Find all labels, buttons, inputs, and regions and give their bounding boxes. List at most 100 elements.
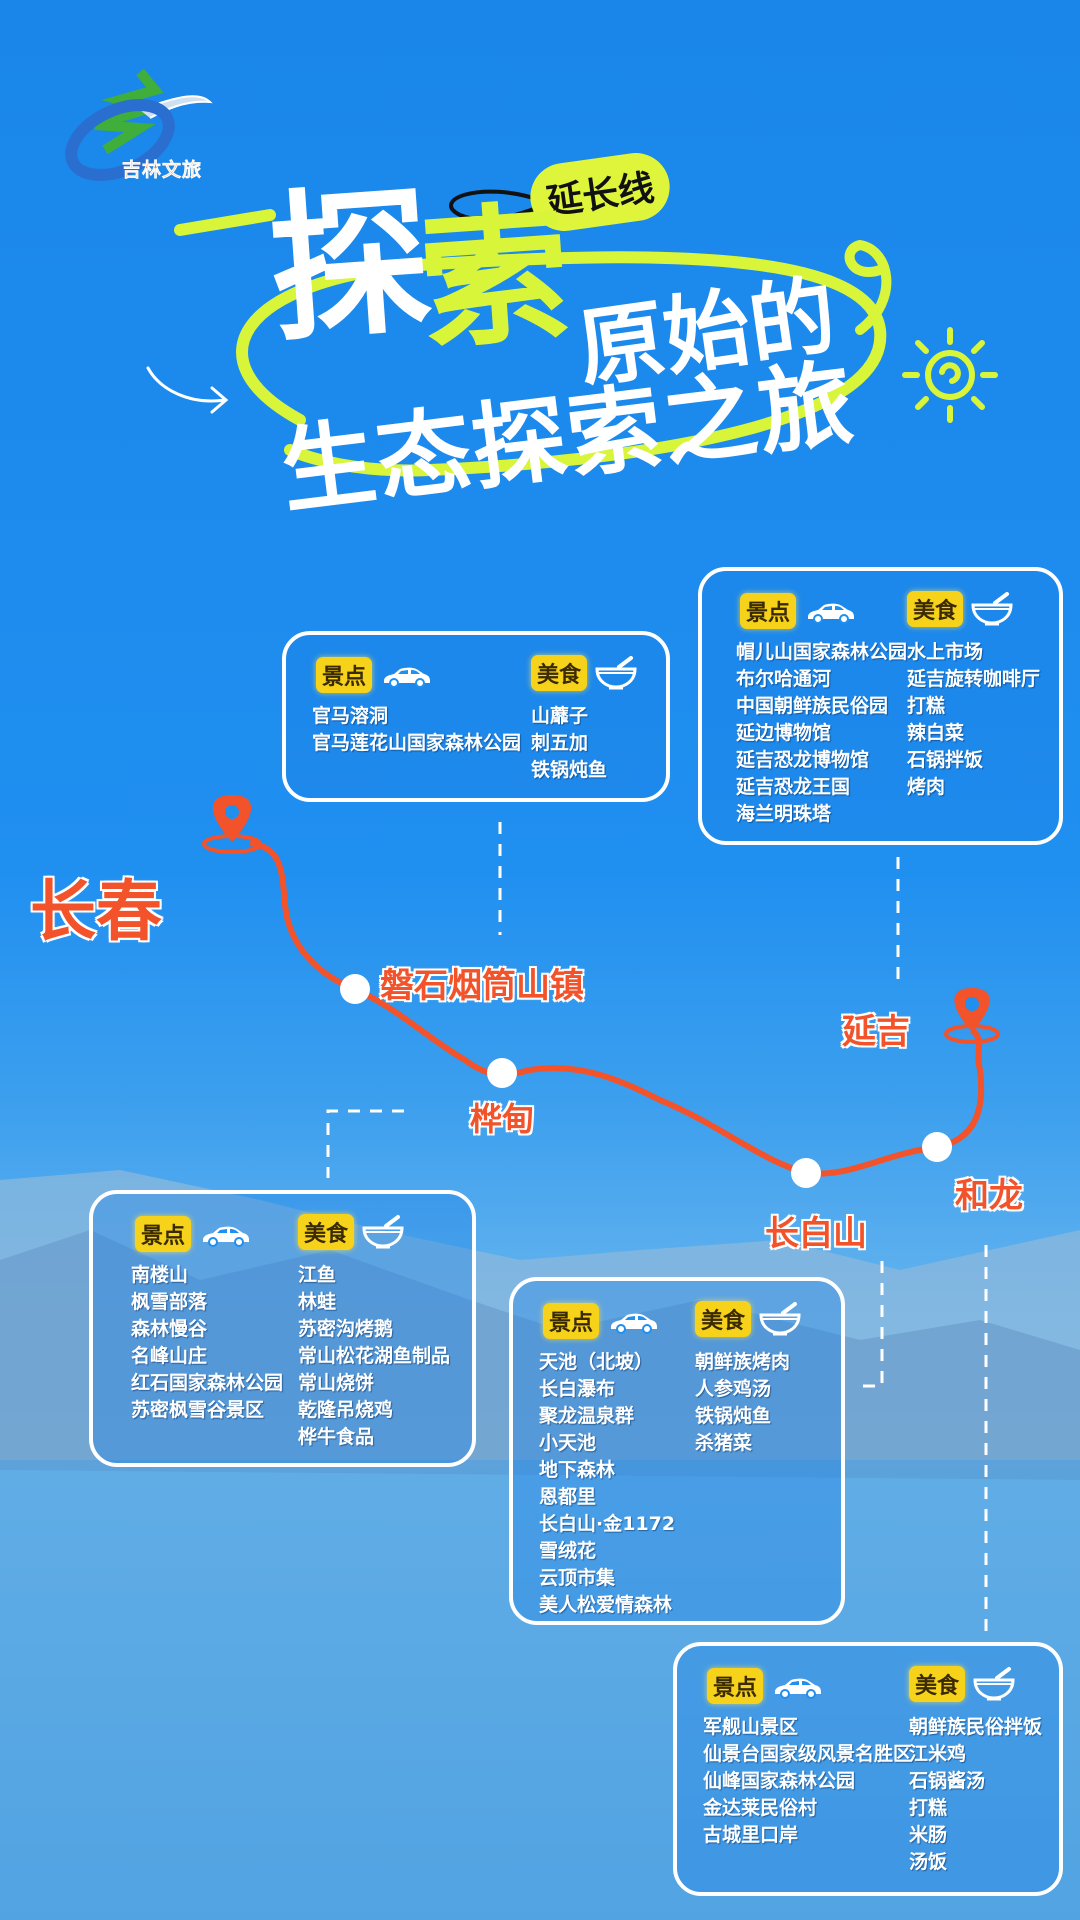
food-item: 常山松花湖鱼制品	[298, 1345, 451, 1367]
food-item: 江鱼	[298, 1264, 337, 1286]
food-badge: 美食	[531, 655, 588, 691]
route-line	[249, 840, 985, 1177]
spots-list: 军舰山景区仙景台国家级风景名胜区仙峰国家森林公园金达莱民俗村古城里口岸	[703, 1714, 912, 1849]
title-char-2: 索	[414, 186, 576, 372]
spots-item: 官马溶洞	[312, 705, 389, 727]
city-yanji: 延吉	[841, 1011, 911, 1053]
title-char-1: 探	[263, 166, 437, 365]
spots-item: 苏密枫雪谷景区	[131, 1399, 265, 1421]
food-item: 刺五加	[531, 732, 589, 754]
location-pin-icon	[944, 988, 1000, 1044]
spots-item: 古城里口岸	[703, 1824, 799, 1846]
info-box-huadian: 景点美食南楼山枫雪部落森林慢谷名峰山庄红石国家森林公园苏密枫雪谷景区江鱼林蛙苏密…	[89, 1190, 476, 1467]
food-item: 石锅拌饭	[907, 749, 984, 771]
food-item: 山蘼子	[531, 705, 589, 727]
food-item: 苏密沟烤鹅	[298, 1318, 394, 1340]
spots-badge: 景点	[740, 593, 797, 629]
food-list: 江鱼林蛙苏密沟烤鹅常山松花湖鱼制品常山烧饼乾隆吊烧鸡桦牛食品	[298, 1262, 450, 1451]
food-item: 朝鲜族民俗拌饭	[909, 1716, 1043, 1738]
food-item: 烤肉	[907, 776, 946, 798]
bowl-icon	[593, 655, 639, 695]
car-icon	[804, 601, 856, 629]
spots-list: 南楼山枫雪部落森林慢谷名峰山庄红石国家森林公园苏密枫雪谷景区	[131, 1262, 283, 1424]
spots-item: 仙峰国家森林公园	[703, 1770, 856, 1792]
spots-badge: 景点	[135, 1216, 192, 1252]
city-helong: 和龙	[954, 1175, 1024, 1217]
car-icon	[380, 665, 432, 693]
food-badge: 美食	[695, 1301, 752, 1337]
info-box-guanma: 景点美食官马溶洞官马莲花山国家森林公园山蘼子刺五加铁锅炖鱼	[282, 631, 670, 802]
spots-item: 军舰山景区	[703, 1716, 799, 1738]
food-list: 朝鲜族烤肉人参鸡汤铁锅炖鱼杀猪菜	[695, 1349, 790, 1457]
spots-item: 延吉恐龙王国	[736, 776, 851, 798]
food-list: 山蘼子刺五加铁锅炖鱼	[531, 703, 607, 784]
food-item: 米肠	[909, 1824, 948, 1846]
stop-changbaishan	[791, 1158, 821, 1188]
food-item: 桦牛食品	[298, 1426, 375, 1448]
spots-item: 雪绒花	[539, 1540, 597, 1562]
bowl-icon	[757, 1301, 803, 1341]
car-icon	[199, 1224, 251, 1252]
spots-item: 红石国家森林公园	[131, 1372, 284, 1394]
food-list: 水上市场延吉旋转咖啡厅打糕辣白菜石锅拌饭烤肉	[907, 639, 1040, 801]
spots-list: 帽儿山国家森林公园布尔哈通河中国朝鲜族民俗园延边博物馆延吉恐龙博物馆延吉恐龙王国…	[736, 639, 907, 828]
spots-list: 官马溶洞官马莲花山国家森林公园	[312, 703, 521, 757]
food-item: 江米鸡	[909, 1743, 967, 1765]
city-huadian: 桦甸	[469, 1099, 535, 1139]
spots-item: 金达莱民俗村	[703, 1797, 818, 1819]
food-item: 林蛙	[298, 1291, 337, 1313]
food-item: 乾隆吊烧鸡	[298, 1399, 394, 1421]
spots-item: 名峰山庄	[131, 1345, 208, 1367]
spots-item: 长白瀑布	[539, 1378, 616, 1400]
spots-badge: 景点	[316, 657, 373, 693]
food-badge: 美食	[909, 1666, 966, 1702]
food-badge: 美食	[298, 1214, 355, 1250]
spots-item: 延吉恐龙博物馆	[736, 749, 870, 771]
bowl-icon	[969, 591, 1015, 631]
food-item: 延吉旋转咖啡厅	[907, 668, 1041, 690]
food-item: 打糕	[907, 695, 946, 717]
spots-item: 长白山·金1172	[539, 1513, 676, 1535]
food-item: 辣白菜	[907, 722, 965, 744]
car-icon	[771, 1676, 823, 1704]
spots-item: 海兰明珠塔	[736, 803, 832, 825]
jilin-logo	[65, 68, 213, 181]
food-badge: 美食	[907, 591, 964, 627]
lake	[0, 1460, 1080, 1920]
arrow-icon	[146, 366, 229, 414]
swoosh-loop	[844, 239, 892, 335]
city-changbaishan: 长白山	[764, 1213, 868, 1255]
connectors	[326, 822, 988, 1632]
spots-item: 帽儿山国家森林公园	[736, 641, 908, 663]
spots-item: 美人松爱情森林	[539, 1594, 673, 1616]
food-item: 常山烧饼	[298, 1372, 375, 1394]
spots-item: 聚龙温泉群	[539, 1405, 635, 1427]
stop-panshi	[340, 974, 370, 1004]
stop-helong	[922, 1132, 952, 1162]
mountain-front	[0, 1230, 1080, 1480]
stop-huadian	[487, 1058, 517, 1088]
car-icon	[607, 1311, 659, 1339]
location-pin-icon	[202, 795, 262, 854]
spots-item: 布尔哈通河	[736, 668, 832, 690]
city-changchun: 长春	[29, 872, 163, 951]
spots-item: 森林慢谷	[131, 1318, 208, 1340]
spots-item: 延边博物馆	[736, 722, 832, 744]
info-box-helong: 景点美食军舰山景区仙景台国家级风景名胜区仙峰国家森林公园金达莱民俗村古城里口岸朝…	[673, 1642, 1063, 1896]
spots-item: 地下森林	[539, 1459, 616, 1481]
info-box-yanji: 景点美食帽儿山国家森林公园布尔哈通河中国朝鲜族民俗园延边博物馆延吉恐龙博物馆延吉…	[698, 567, 1063, 845]
spots-item: 仙景台国家级风景名胜区	[703, 1743, 913, 1765]
title-swoosh	[174, 209, 887, 477]
spots-badge: 景点	[707, 1668, 764, 1704]
tag-string	[449, 189, 546, 222]
spots-item: 中国朝鲜族民俗园	[736, 695, 889, 717]
sun-icon	[902, 327, 998, 423]
spots-item: 天池（北坡）	[539, 1351, 654, 1373]
food-item: 水上市场	[907, 641, 984, 663]
food-item: 铁锅炖鱼	[695, 1405, 772, 1427]
bowl-icon	[971, 1666, 1017, 1706]
